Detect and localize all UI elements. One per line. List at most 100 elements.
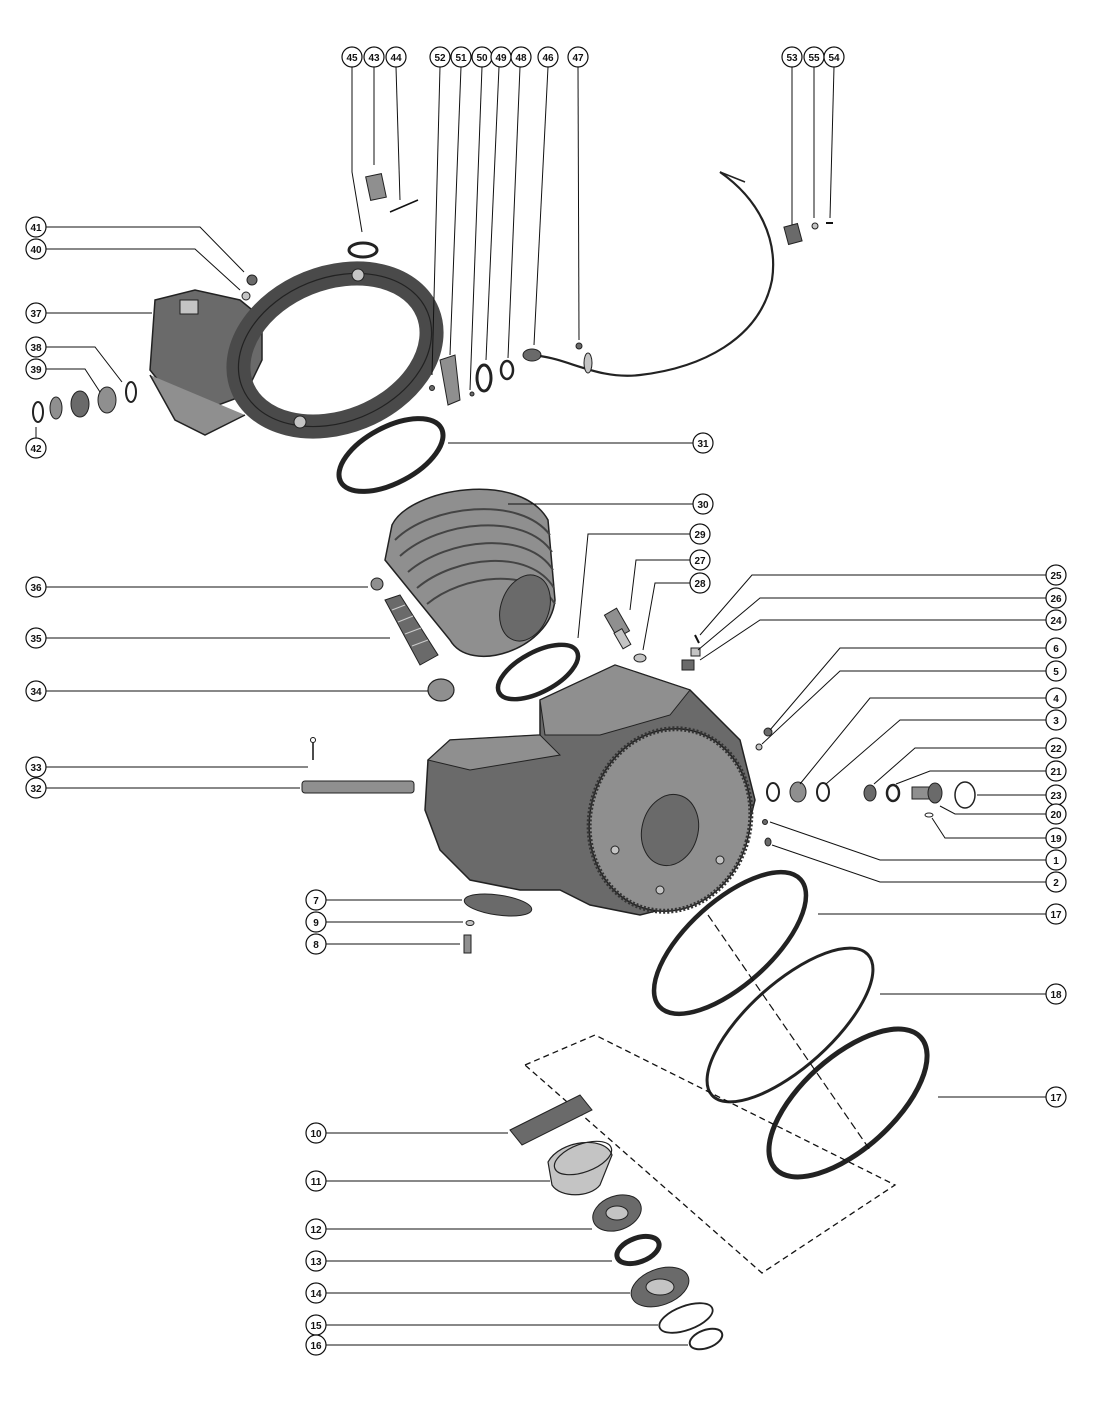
callout-4: 4 xyxy=(1045,687,1067,709)
svg-text:11: 11 xyxy=(311,1177,322,1188)
callout-7: 7 xyxy=(305,889,327,911)
callout-14: 14 xyxy=(305,1282,327,1304)
svg-text:39: 39 xyxy=(30,365,42,376)
callout-16: 16 xyxy=(305,1334,327,1356)
callout-1: 1 xyxy=(1045,849,1067,871)
callout-17-lower: 17 xyxy=(1045,1086,1067,1108)
callout-10: 10 xyxy=(305,1122,327,1144)
svg-text:4: 4 xyxy=(1053,694,1059,705)
callout-34: 34 xyxy=(25,680,47,702)
svg-text:6: 6 xyxy=(1053,644,1059,655)
callout-24: 24 xyxy=(1045,609,1067,631)
callout-19: 19 xyxy=(1045,827,1067,849)
callout-37: 37 xyxy=(25,302,47,324)
callout-12: 12 xyxy=(305,1218,327,1240)
bearing-kit xyxy=(509,1034,897,1351)
svg-text:31: 31 xyxy=(697,439,709,450)
callout-38: 38 xyxy=(25,336,47,358)
housing-gaskets xyxy=(651,869,930,1180)
callout-28: 28 xyxy=(689,572,711,594)
svg-text:16: 16 xyxy=(310,1341,322,1352)
bell-housing xyxy=(424,664,756,916)
callout-31: 31 xyxy=(692,432,714,454)
shift-cable-bellows xyxy=(370,577,455,702)
trim-sender-wire xyxy=(522,171,775,377)
callout-2: 2 xyxy=(1045,871,1067,893)
upper-fitting-parts xyxy=(347,173,419,259)
svg-text:5: 5 xyxy=(1053,667,1059,678)
callout-46: 46 xyxy=(537,46,559,68)
callout-18: 18 xyxy=(1045,983,1067,1005)
callout-44: 44 xyxy=(385,46,407,68)
svg-text:26: 26 xyxy=(1050,594,1062,605)
gimbal-hardware xyxy=(241,274,258,301)
svg-text:32: 32 xyxy=(30,784,42,795)
callout-40: 40 xyxy=(25,238,47,260)
svg-text:46: 46 xyxy=(542,53,554,64)
svg-text:40: 40 xyxy=(30,245,42,256)
callout-54: 54 xyxy=(823,46,845,68)
svg-text:13: 13 xyxy=(310,1257,322,1268)
grease-fitting-parts xyxy=(681,634,701,671)
svg-text:22: 22 xyxy=(1050,744,1062,755)
callout-42: 42 xyxy=(25,437,47,459)
callout-51: 51 xyxy=(450,46,472,68)
bolt-and-washer xyxy=(603,607,647,663)
callout-49: 49 xyxy=(490,46,512,68)
svg-text:20: 20 xyxy=(1050,810,1062,821)
svg-text:21: 21 xyxy=(1050,767,1062,778)
housing-plugs xyxy=(755,727,773,751)
callout-29: 29 xyxy=(689,523,711,545)
svg-text:25: 25 xyxy=(1050,571,1062,582)
callout-43: 43 xyxy=(363,46,385,68)
callout-17-upper: 17 xyxy=(1045,903,1067,925)
svg-text:28: 28 xyxy=(694,579,706,590)
svg-text:23: 23 xyxy=(1050,791,1062,802)
callout-53: 53 xyxy=(781,46,803,68)
leader-lines xyxy=(35,66,1046,1346)
callout-39: 39 xyxy=(25,358,47,380)
callout-52: 52 xyxy=(429,46,451,68)
water-passage-parts xyxy=(766,781,976,818)
callout-9: 9 xyxy=(305,911,327,933)
svg-text:44: 44 xyxy=(390,53,402,64)
svg-text:12: 12 xyxy=(310,1225,322,1236)
callout-15: 15 xyxy=(305,1314,327,1336)
svg-text:17: 17 xyxy=(1050,910,1062,921)
callout-41: 41 xyxy=(25,216,47,238)
svg-text:9: 9 xyxy=(313,918,319,929)
svg-text:17: 17 xyxy=(1050,1093,1062,1104)
callout-5: 5 xyxy=(1045,660,1067,682)
svg-text:10: 10 xyxy=(310,1129,322,1140)
svg-text:27: 27 xyxy=(694,556,706,567)
svg-text:41: 41 xyxy=(30,223,42,234)
callout-50: 50 xyxy=(471,46,493,68)
housing-pins xyxy=(762,819,772,847)
callout-47: 47 xyxy=(567,46,589,68)
svg-text:53: 53 xyxy=(786,53,798,64)
svg-text:51: 51 xyxy=(455,53,467,64)
callout-11: 11 xyxy=(305,1170,327,1192)
svg-text:49: 49 xyxy=(495,53,507,64)
svg-text:42: 42 xyxy=(30,444,42,455)
hinge-pin xyxy=(301,737,415,794)
svg-text:45: 45 xyxy=(346,53,358,64)
callout-6: 6 xyxy=(1045,637,1067,659)
svg-text:33: 33 xyxy=(30,763,42,774)
callout-21: 21 xyxy=(1045,760,1067,782)
trunnion-bushing-parts xyxy=(32,381,137,423)
svg-text:29: 29 xyxy=(694,530,706,541)
gimbal-ring xyxy=(149,261,444,439)
callout-22: 22 xyxy=(1045,737,1067,759)
callout-13: 13 xyxy=(305,1250,327,1272)
callout-32: 32 xyxy=(25,777,47,799)
callout-3: 3 xyxy=(1045,709,1067,731)
svg-text:35: 35 xyxy=(30,634,42,645)
callouts: 45 43 44 52 51 50 49 48 46 47 53 55 54 4… xyxy=(25,46,1067,1356)
callout-55: 55 xyxy=(803,46,825,68)
svg-text:1: 1 xyxy=(1053,856,1059,867)
svg-text:55: 55 xyxy=(808,53,820,64)
callout-25: 25 xyxy=(1045,564,1067,586)
svg-text:47: 47 xyxy=(572,53,584,64)
